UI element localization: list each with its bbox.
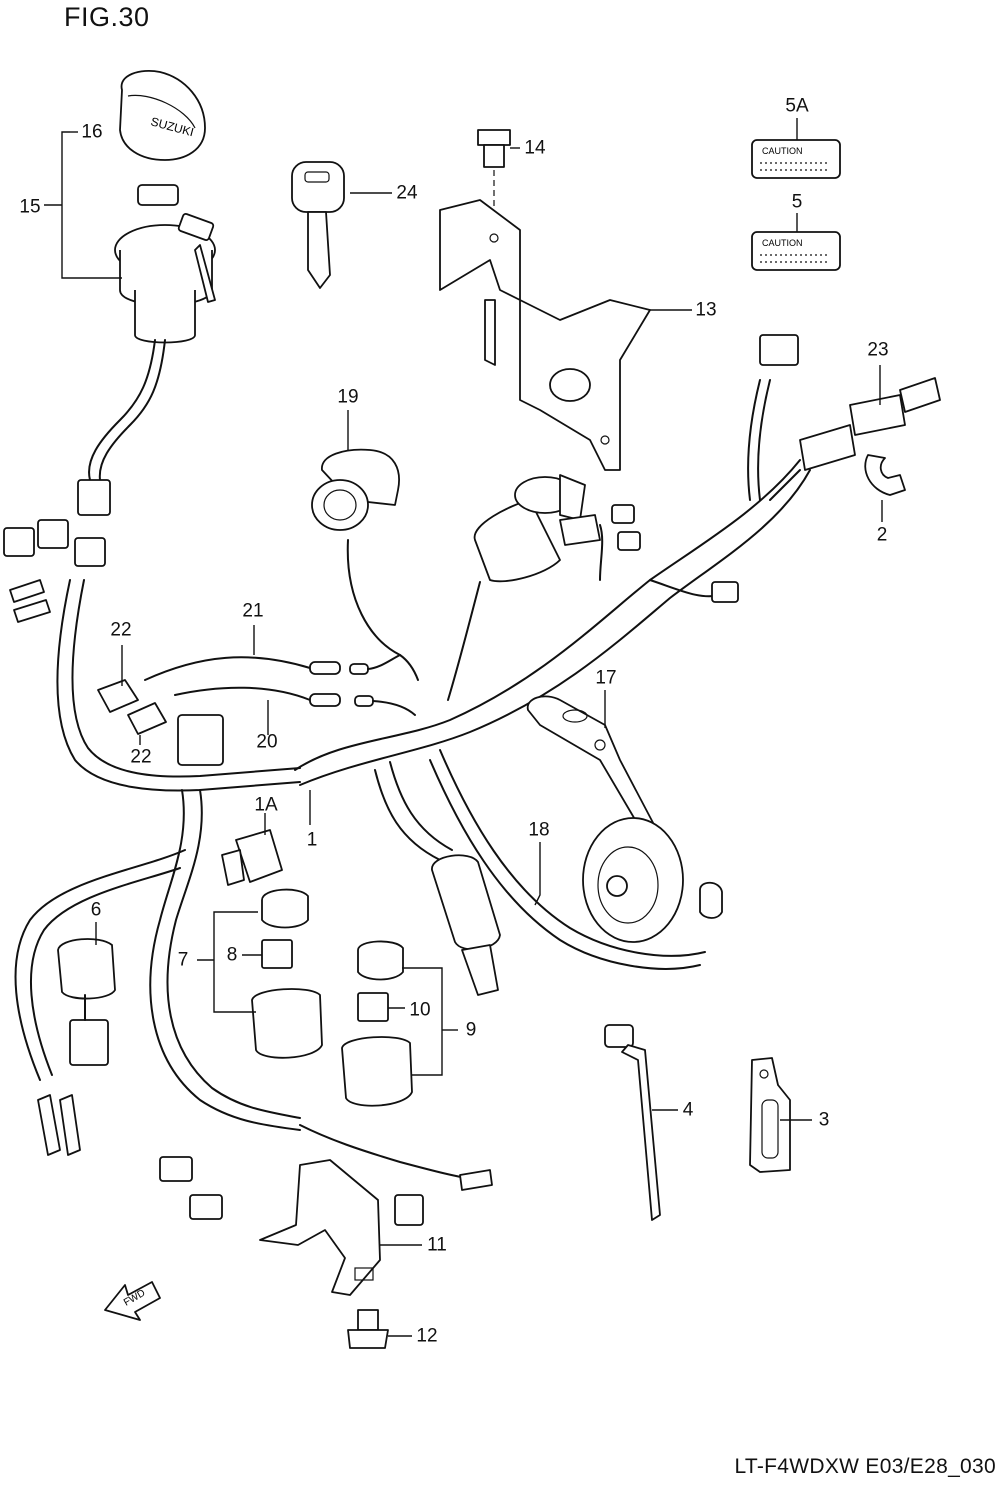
flange-bolt — [347, 1309, 389, 1349]
callout-16: 16 — [81, 121, 103, 143]
fuse-holder-9 — [341, 940, 413, 1107]
callout-1: 1 — [306, 829, 318, 851]
callout-21: 21 — [242, 600, 264, 622]
callout-17: 17 — [595, 667, 617, 689]
lead-wire-20 — [174, 686, 416, 716]
callout-7: 7 — [177, 949, 189, 971]
caution-label-5a: CAUTION — [751, 139, 841, 179]
clamp-plate — [749, 1057, 791, 1173]
terminal-cap-lower — [127, 702, 167, 735]
relay-1a — [221, 829, 283, 886]
fuse-holder-7 — [251, 888, 323, 1059]
callout-3: 3 — [818, 1109, 830, 1131]
connector-23 — [759, 334, 941, 501]
callout-6: 6 — [90, 899, 102, 921]
callout-2: 2 — [876, 524, 888, 546]
bracket — [439, 199, 651, 471]
clamp — [864, 454, 906, 496]
callout-15: 15 — [19, 196, 41, 218]
callout-22-upper: 22 — [110, 619, 132, 641]
callout-13: 13 — [695, 299, 717, 321]
harness-connector-cluster — [3, 519, 224, 766]
key — [291, 161, 345, 289]
terminal-cap-upper — [97, 679, 139, 713]
callout-leaders — [44, 118, 883, 1337]
callout-11: 11 — [427, 1234, 447, 1256]
cable-tie — [604, 1024, 661, 1221]
handlebar-switch — [311, 448, 419, 681]
callout-4: 4 — [682, 1099, 694, 1121]
callout-22-lower: 22 — [130, 746, 152, 768]
callout-8: 8 — [226, 944, 238, 966]
label-5a-text: CAUTION — [762, 146, 803, 156]
ignition-switch — [77, 184, 216, 516]
callout-24: 24 — [396, 182, 418, 204]
caution-label-5: CAUTION — [751, 231, 841, 271]
ignition-coil — [447, 474, 739, 701]
figure-title: FIG.30 — [64, 2, 150, 32]
bolt — [477, 129, 511, 225]
callout-12: 12 — [416, 1325, 438, 1347]
main-wiring-harness — [14, 379, 811, 1181]
callout-9: 9 — [465, 1019, 477, 1041]
label-5-text: CAUTION — [762, 238, 803, 248]
horn — [582, 817, 723, 943]
lower-connectors — [37, 1094, 493, 1226]
forward-arrow-icon: FWD — [104, 1281, 161, 1321]
relay-6 — [57, 938, 116, 1066]
callout-5a: 5A — [785, 95, 809, 117]
callout-19: 19 — [337, 386, 359, 408]
callout-14: 14 — [524, 137, 546, 159]
harness-bracket — [259, 1159, 381, 1296]
condenser — [431, 854, 501, 996]
callout-5: 5 — [791, 191, 803, 213]
ignition-switch-cap: SUZUKI — [119, 70, 206, 161]
lead-wire-21 — [144, 654, 401, 681]
callout-23: 23 — [867, 339, 889, 361]
figure-code: LT-F4WDXW E03/E28_030 — [734, 1455, 996, 1478]
callout-1a: 1A — [254, 794, 278, 816]
callout-10: 10 — [409, 999, 431, 1021]
callout-20: 20 — [256, 731, 278, 753]
callout-18: 18 — [528, 819, 550, 841]
